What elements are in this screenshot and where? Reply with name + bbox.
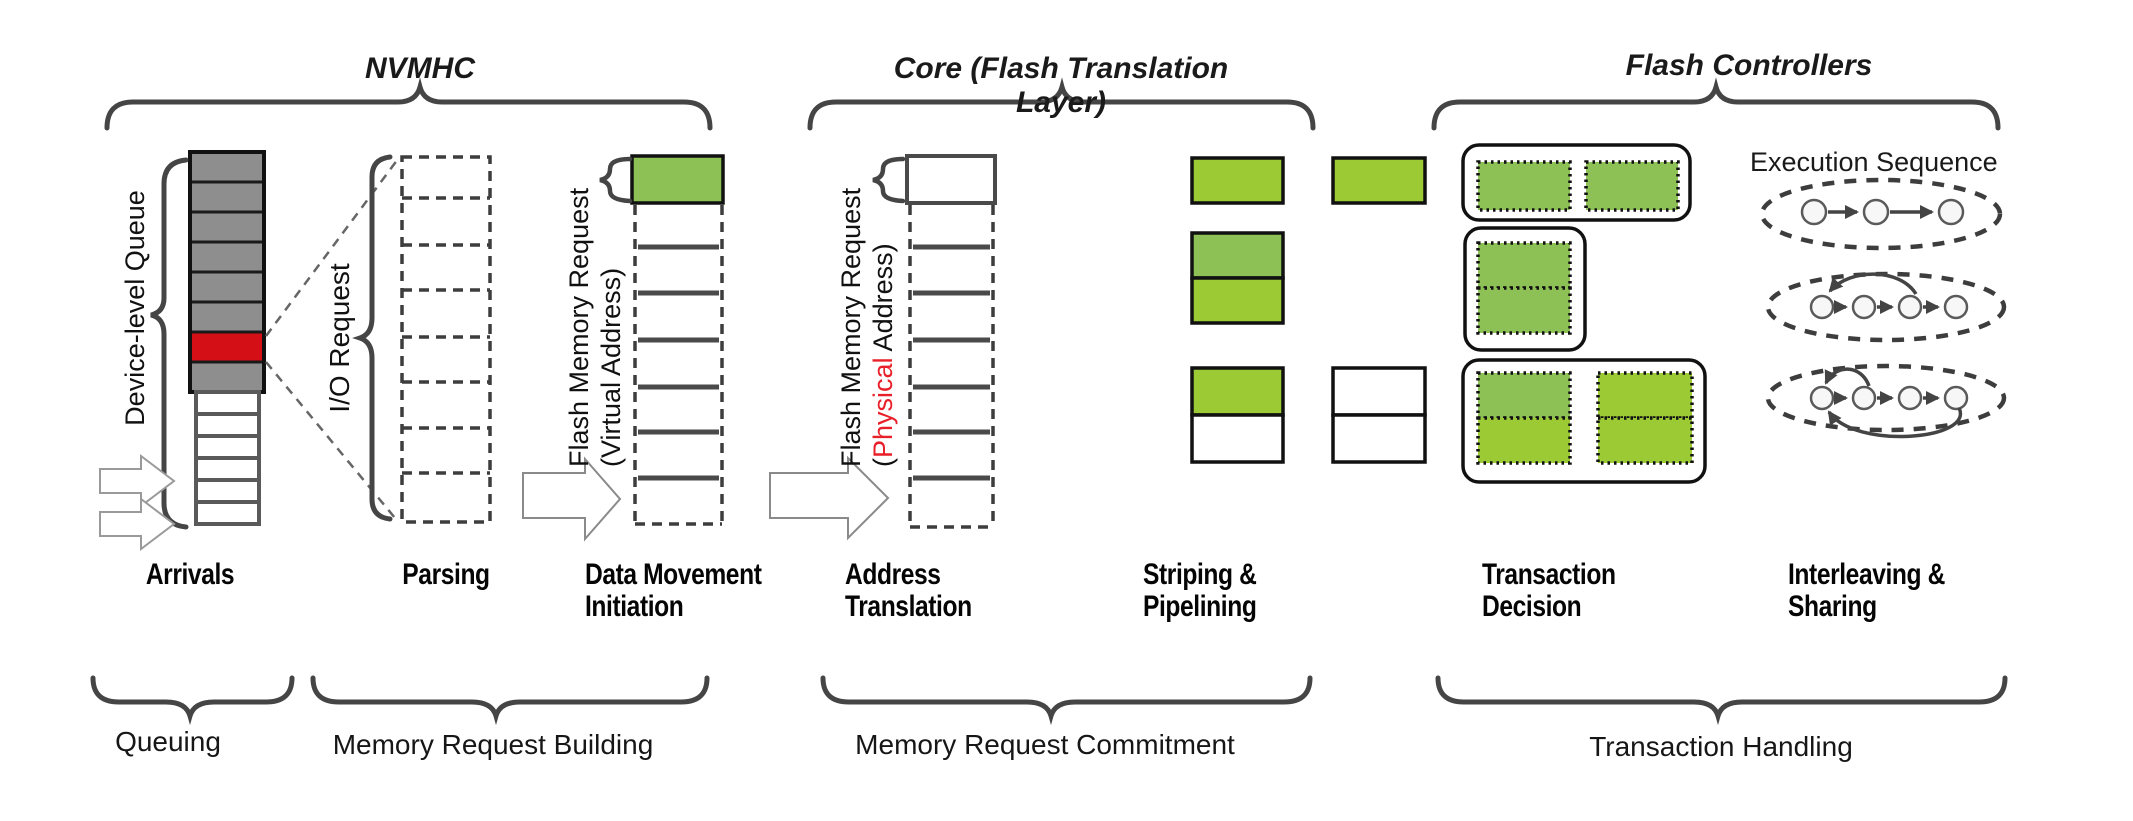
core-brace [807, 77, 1316, 131]
striping-pipelining-boxes [1190, 156, 1427, 464]
dmi-flow-arrow [522, 456, 622, 542]
stage-label-arrivals: Arrivals [145, 558, 235, 591]
nvmhc-title: NVMHC [365, 52, 475, 85]
execution-sequences [1759, 177, 2007, 439]
phase-label-queuing: Queuing [115, 726, 221, 757]
device-level-queue-label: Device-level Queue [120, 190, 150, 426]
sequence-ellipse-1 [1759, 177, 2003, 251]
flash-controllers-title: Flash Controllers [1625, 49, 1873, 82]
device-level-queue [150, 150, 266, 530]
phase-label-transaction-handling: Transaction Handling [1589, 731, 1853, 762]
stage-label-parsing: Parsing [402, 558, 490, 591]
dmi-queue [522, 154, 725, 542]
virtual-request-brace [599, 156, 633, 204]
stage-label-data-movement: Data Movement Initiation [585, 558, 762, 624]
flash-memory-request-physical-label: Flash Memory Request (Physical Address) [836, 187, 898, 467]
memory-request-commitment-brace [820, 675, 1313, 726]
virtual-request-cell [630, 154, 725, 205]
phase-braces [90, 675, 2008, 726]
phase-label-memory-request-commitment: Memory Request Commitment [855, 729, 1235, 760]
stage-label-striping: Striping & Pipelining [1143, 558, 1257, 624]
io-request-brace [352, 154, 393, 522]
nvmhc-brace [104, 77, 713, 131]
parsing-queue [352, 154, 492, 524]
flash-controllers-brace [1431, 77, 2001, 131]
transaction-handling-brace [1435, 675, 2008, 726]
io-request-label: I/O Request [324, 263, 355, 413]
transaction-decision-groups [1461, 143, 1707, 484]
address-translation-queue [769, 154, 997, 541]
sequence-ellipse-3 [1765, 363, 2007, 433]
stage-label-transaction-decision: Transaction Decision [1482, 558, 1616, 624]
arrival-arrow-bottom [99, 496, 176, 552]
flash-memory-request-virtual-label: Flash Memory Request (Virtual Address) [564, 187, 626, 467]
core-title: Core (Flash Translation Layer) [893, 52, 1229, 119]
arrival-arrow-top [99, 453, 176, 509]
stage-label-address-translation: Address Translation [845, 558, 972, 624]
physical-red-word: Physical [867, 357, 898, 458]
at-flow-arrow [769, 455, 890, 541]
section-braces [104, 77, 2001, 131]
stage-label-interleaving: Interleaving & Sharing [1788, 558, 1945, 624]
execution-sequence-label: Execution Sequence [1750, 147, 1998, 177]
memory-request-building-brace [310, 675, 710, 726]
arrival-arrows [99, 453, 176, 552]
device-queue-brace [150, 157, 189, 530]
phase-label-memory-request-building: Memory Request Building [332, 729, 654, 760]
selected-request-cell [188, 330, 266, 364]
physical-request-brace [872, 156, 906, 204]
queuing-brace [90, 675, 295, 726]
physical-request-cell [905, 154, 997, 205]
